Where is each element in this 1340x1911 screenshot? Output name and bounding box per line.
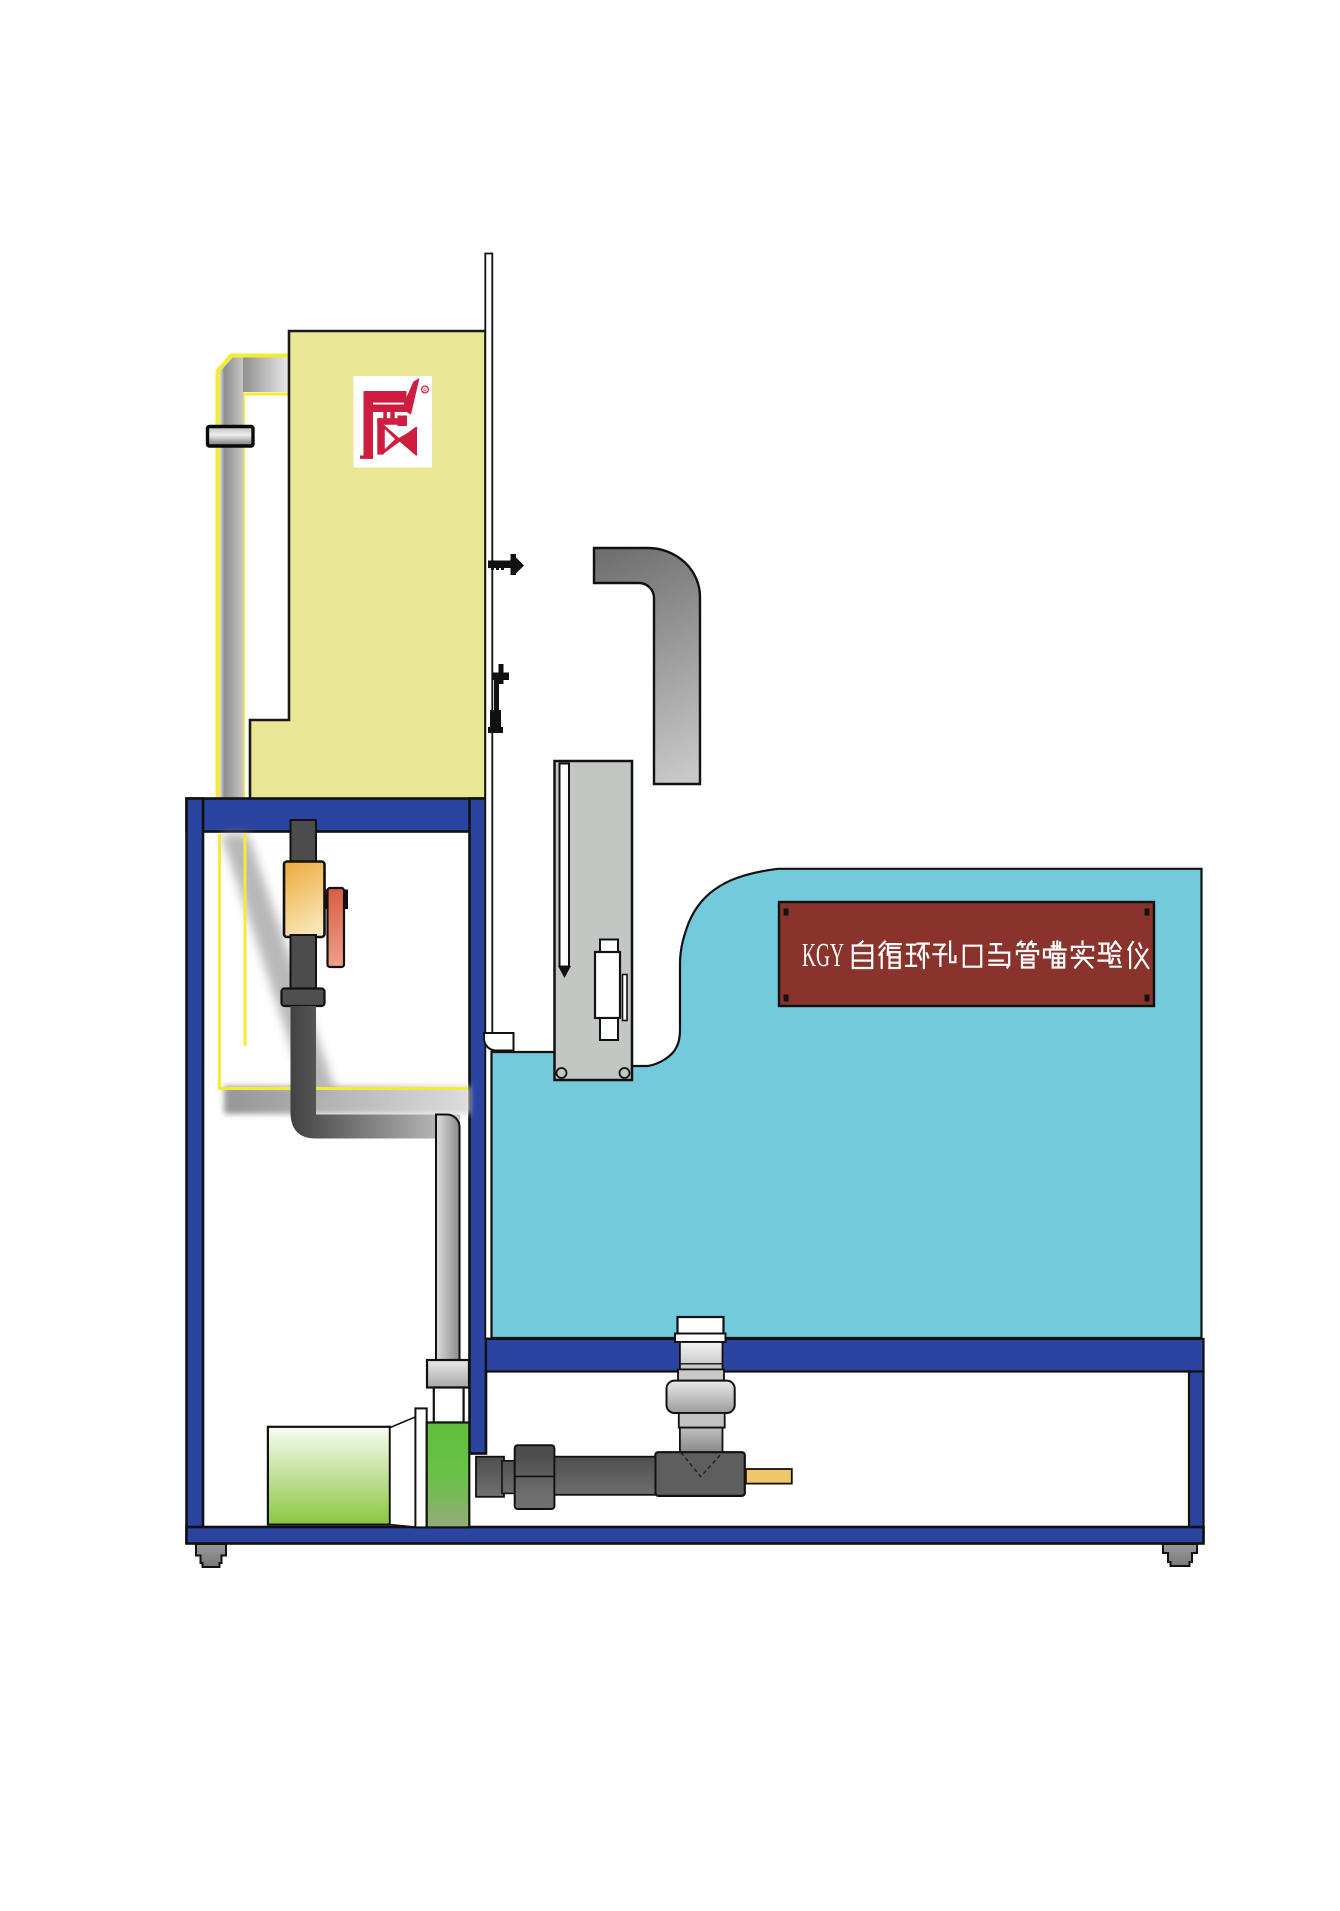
svg-text:KGY: KGY	[802, 937, 844, 974]
svg-text:R: R	[423, 388, 427, 394]
